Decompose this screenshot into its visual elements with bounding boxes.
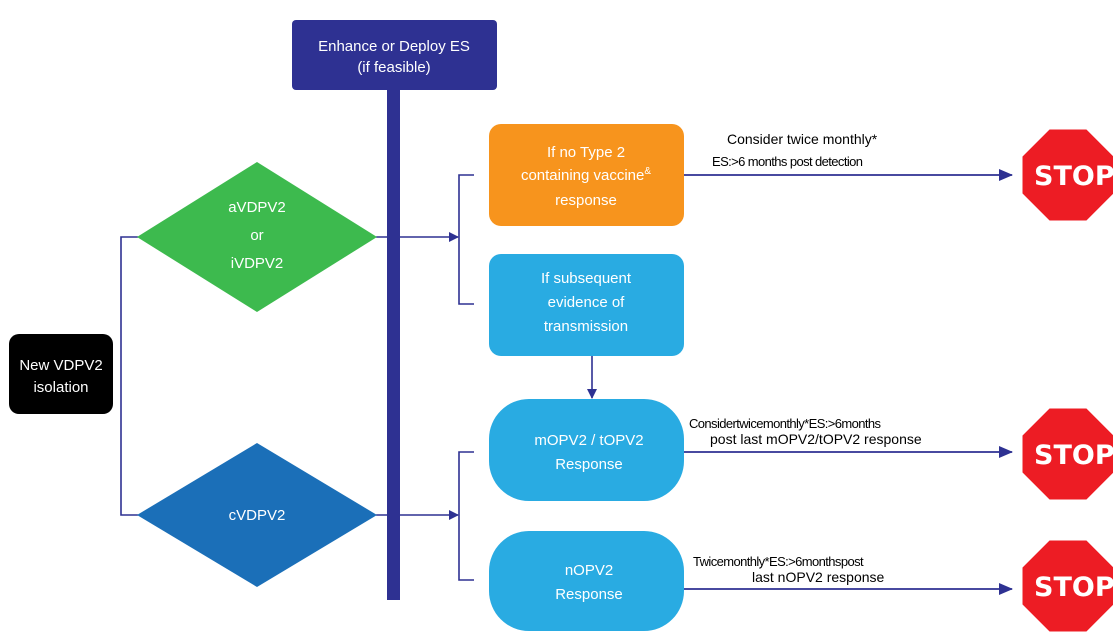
enhance-es-label-line2: (if feasible) (357, 59, 430, 76)
stop-sign-octagon (1019, 405, 1113, 503)
avdpv2-label-line1: aVDPV2 (228, 199, 286, 216)
stop-sign-top: STOP (1019, 126, 1113, 224)
subsequent-label-line3: transmission (544, 318, 628, 335)
bottom-annotation-line2: last nOPV2 response (752, 569, 885, 585)
stop-sign-label: STOP (1034, 572, 1113, 603)
no-type2-label-line2-main: containing vaccine (521, 167, 644, 184)
middle-annotation-line2: post last mOPV2/tOPV2 response (710, 431, 922, 447)
no-type2-label-superscript: & (644, 166, 651, 177)
new-isolation-label-line2: isolation (33, 379, 88, 396)
new-isolation-label-line1: New VDPV2 (19, 357, 102, 374)
cvdpv2-diamond (137, 443, 377, 587)
stop-sign-middle: STOP (1019, 405, 1113, 503)
no-type2-label-line2: containing vaccine& (521, 166, 651, 184)
avdpv2-label-line2: or (250, 227, 263, 244)
es-vertical-bar (387, 90, 400, 600)
mopv2-label-line2: Response (555, 456, 623, 473)
mopv2-label-line1: mOPV2 / tOPV2 (534, 432, 643, 449)
nopv2-label-line2: Response (555, 586, 623, 603)
stop-sign-octagon (1019, 537, 1113, 633)
subsequent-label-line2: evidence of (548, 294, 626, 311)
no-type2-response-box (489, 124, 684, 226)
nopv2-response-box (489, 531, 684, 631)
enhance-es-label-line1: Enhance or Deploy ES (318, 38, 470, 55)
avdpv2-label-line3: iVDPV2 (231, 255, 284, 272)
avdpv2-diamond (137, 162, 377, 312)
mopv2-response-box (489, 399, 684, 501)
top-annotation-line2: ES:>6 months post detection (712, 154, 863, 169)
nopv2-label-line1: nOPV2 (565, 562, 613, 579)
cvdpv2-branch-bracket (458, 451, 474, 581)
stop-sign-bottom: STOP (1019, 537, 1113, 633)
subsequent-transmission-box (489, 254, 684, 356)
new-isolation-box (9, 334, 113, 414)
no-type2-label-line3: response (555, 192, 617, 209)
bottom-annotation-line1: Twicemonthly*ES:>6monthspost (693, 554, 864, 569)
cvdpv2-label: cVDPV2 (229, 507, 286, 524)
subsequent-label-line1: If subsequent (541, 270, 632, 287)
stop-sign-octagon (1019, 126, 1113, 224)
stop-sign-label: STOP (1034, 440, 1113, 471)
avdpv2-branch-bracket (458, 174, 474, 305)
isolation-bracket (120, 236, 138, 516)
stop-sign-label: STOP (1034, 161, 1113, 192)
enhance-es-box (292, 20, 497, 90)
middle-annotation-line1: Considertwicemonthly*ES:>6months (689, 416, 882, 431)
no-type2-label-line1: If no Type 2 (547, 144, 625, 161)
top-annotation-line1: Consider twice monthly* (727, 131, 878, 147)
